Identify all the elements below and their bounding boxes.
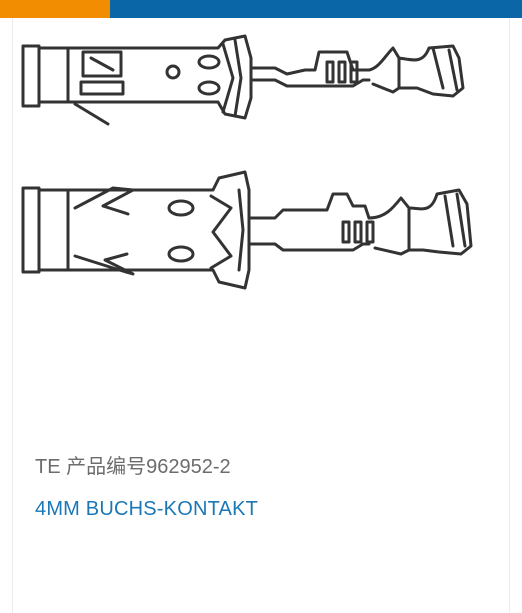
accent-bar-orange: [0, 0, 110, 18]
product-sku-label: TE 产品编号962952-2: [35, 456, 231, 478]
crimp-contact-drawing-icon: [21, 34, 473, 290]
product-name-link[interactable]: 4MM BUCHS-KONTAKT: [35, 498, 259, 520]
accent-bar-blue: [110, 0, 522, 18]
product-card[interactable]: TE 产品编号962952-2 4MM BUCHS-KONTAKT: [12, 18, 510, 613]
top-accent-bar: [0, 0, 522, 18]
product-image[interactable]: [13, 18, 509, 308]
